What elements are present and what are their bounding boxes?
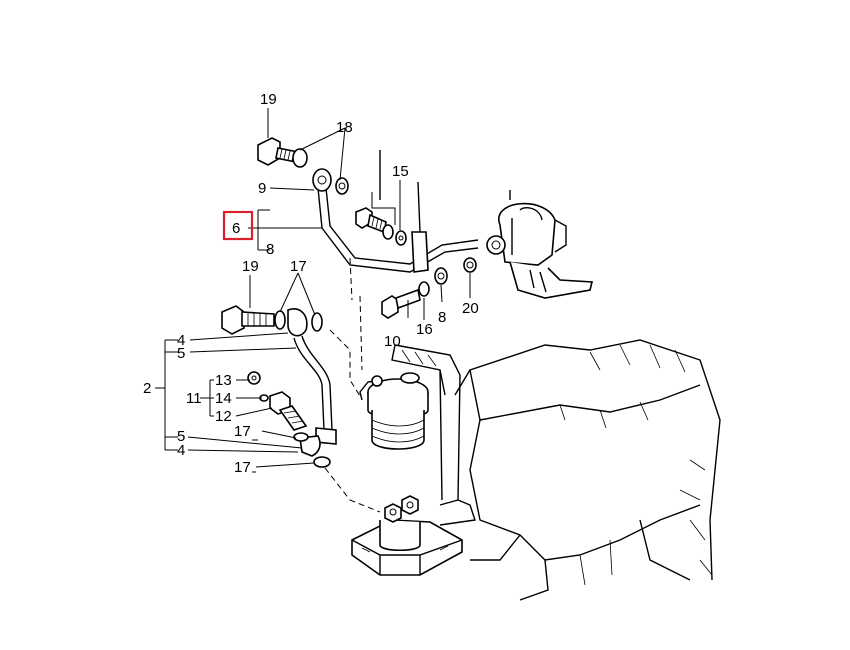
filter-mount-bracket	[391, 344, 476, 526]
highlight-box	[222, 210, 254, 241]
callout-4-top: 4	[177, 332, 185, 349]
fuel-pump-base	[324, 467, 463, 576]
callout-labels: 19 18 15 9 6 8 19 17 10 16 8 20 4 5 2 13…	[143, 91, 479, 476]
callout-6: 6	[232, 220, 240, 237]
fuel-feed-pump	[486, 190, 594, 299]
callout-9: 9	[258, 180, 266, 197]
callout-13: 13	[215, 372, 232, 389]
callout-5-top: 5	[177, 345, 185, 362]
callout-2: 2	[143, 380, 151, 397]
callout-5-bottom: 5	[177, 428, 185, 445]
callout-11: 11	[186, 390, 202, 407]
fuel-hose-assembly	[221, 257, 363, 468]
bolt-10	[381, 257, 477, 319]
callout-4-bottom: 4	[177, 442, 185, 459]
callout-17-bottom: 17	[234, 459, 251, 476]
callout-17-top: 17	[290, 258, 307, 275]
callout-18: 18	[336, 119, 353, 136]
callout-10: 10	[384, 333, 401, 350]
callout-15: 15	[392, 163, 409, 180]
banjo-bolt-15	[355, 207, 407, 246]
leader-lines	[155, 108, 471, 468]
callout-8-left: 8	[266, 241, 274, 258]
callout-16: 16	[416, 321, 433, 338]
callout-17-middle: 17	[234, 423, 251, 440]
callout-19-upper: 19	[260, 91, 277, 108]
injection-pipe	[312, 150, 479, 273]
fuel-filter	[359, 372, 429, 450]
engine-block	[454, 339, 721, 601]
callout-8-right: 8	[438, 309, 446, 326]
callout-19-lower: 19	[242, 258, 259, 275]
callout-20: 20	[462, 300, 479, 317]
callout-14: 14	[215, 390, 232, 407]
banjo-bolt-upper	[257, 137, 349, 195]
callout-12: 12	[215, 408, 232, 425]
